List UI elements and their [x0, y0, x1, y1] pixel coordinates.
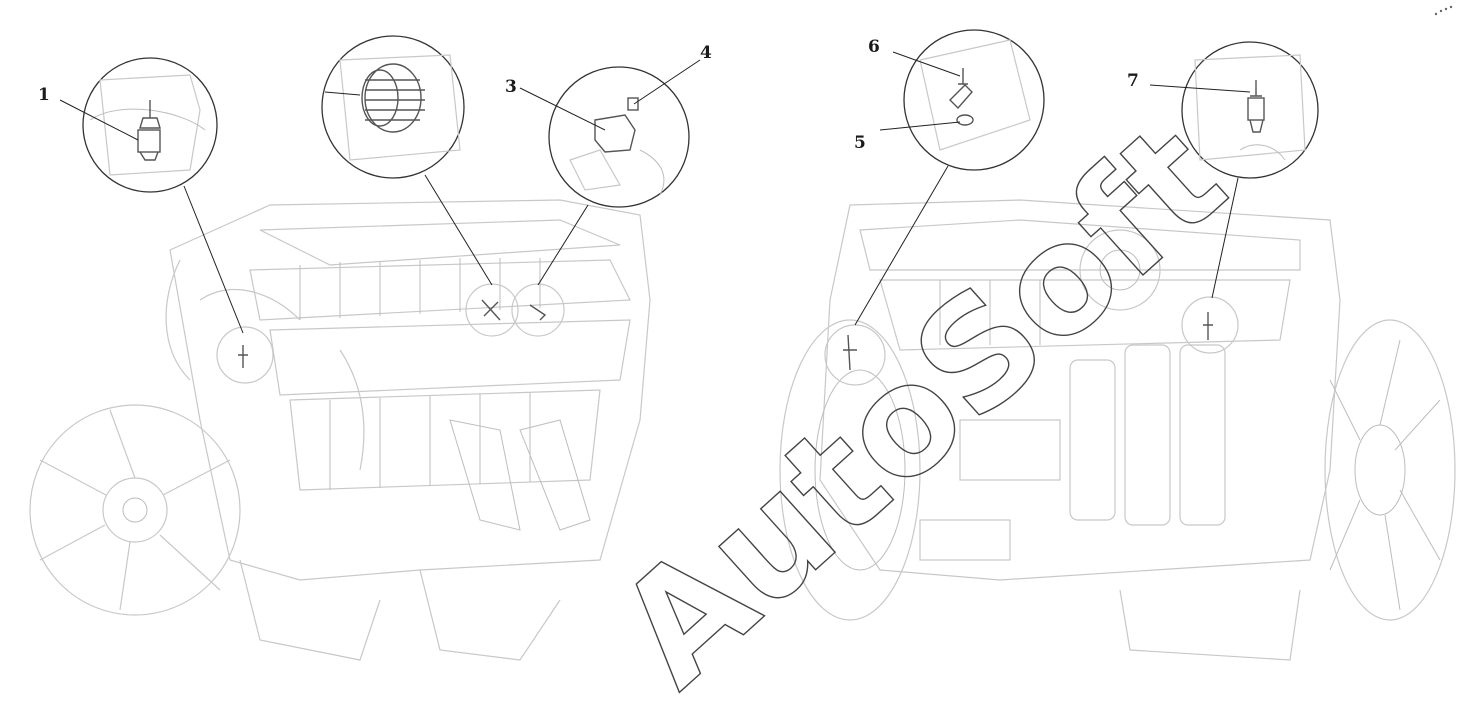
callout-6: 6: [868, 37, 880, 57]
detail-circle-2: [321, 35, 493, 286]
detail-circle-1: [82, 57, 244, 334]
detail-circle-3-4: [537, 66, 690, 286]
callout-1: 1: [38, 85, 50, 105]
detail-circle-5-6: [854, 29, 1045, 326]
callout-4: 4: [700, 43, 712, 63]
callout-3: 3: [505, 77, 517, 97]
detail-circle-7: [1181, 41, 1319, 299]
corner-mark-icon: [1434, 5, 1453, 16]
callout-5: 5: [854, 133, 866, 153]
callout-7: 7: [1127, 71, 1139, 91]
watermark: AutoSoft: [586, 91, 1257, 719]
right-engine-view: [779, 199, 1456, 661]
left-engine-view: [29, 199, 651, 661]
